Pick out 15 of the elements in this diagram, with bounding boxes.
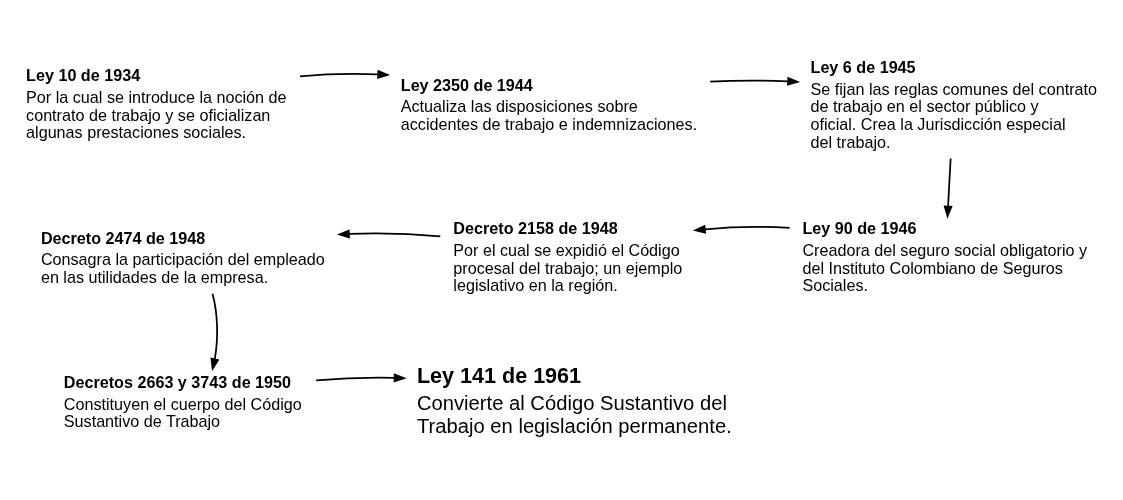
arrow <box>709 76 801 86</box>
node-text: Ley 10 de 1934 Por la cual se introduce la noción de contrato de trabajo y se oficializan algunas prestaciones sociales. <box>26 65 287 141</box>
arrow <box>943 157 953 219</box>
arrow <box>210 292 220 371</box>
arrow <box>299 69 391 79</box>
node-text: Decreto 2158 de 1948 Por el cual se expidió el Código procesal del trabajo; un ejemplo legislativo en la región. <box>453 218 683 294</box>
node-text: Ley 141 de 1961 Convierte al Código Sustantivo del Trabajo en legislación permanente. <box>416 362 732 437</box>
arrow <box>315 372 407 382</box>
node-text: Ley 2350 de 1944 Actualiza las disposiciones sobre accidentes de trabajo e indemnizaciones. <box>400 75 698 133</box>
node-text: Decretos 2663 y 3743 de 1950 Constituyen el cuerpo del Código Sustantivo de Trabajo <box>63 372 302 430</box>
node-text: Decreto 2474 de 1948 Consagra la participación del empleado en las utilidades de la empresa. <box>40 228 325 286</box>
node-text: Ley 90 de 1946 Creadora del seguro social obligatorio y del Instituto Colombiano de Seguros Sociales. <box>802 218 1088 294</box>
arrow <box>692 224 791 234</box>
arrow <box>336 228 442 238</box>
node-text: Ley 6 de 1945 Se fijan las reglas comunes del contrato de trabajo en el sector público y oficial. Crea la Jurisdicción especial del trabajo. <box>810 57 1097 151</box>
